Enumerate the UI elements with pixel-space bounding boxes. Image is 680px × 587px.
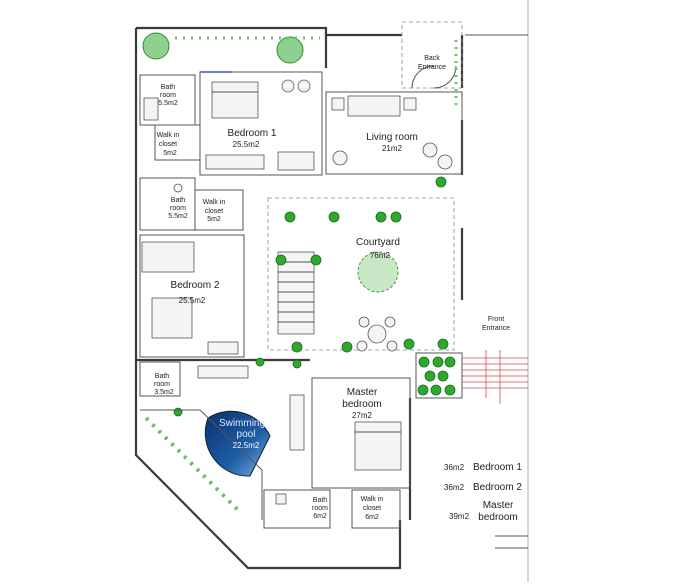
bed-icon bbox=[211, 81, 259, 119]
pool-area: 22.5m2 bbox=[233, 441, 260, 450]
bedroom-1-area: 25.5m2 bbox=[233, 140, 260, 149]
master-bedroom bbox=[311, 377, 411, 489]
bedroom-2-area: 25.5m2 bbox=[179, 296, 206, 305]
legend-name-2: Bedroom 2 bbox=[473, 482, 522, 493]
bath-1-area: 5.5m2 bbox=[158, 100, 178, 107]
master-bedroom-label-2: bedroom bbox=[342, 399, 381, 410]
bath-1-label: Bath bbox=[161, 84, 176, 91]
walk-in-closet-2-area: 5m2 bbox=[207, 216, 221, 223]
bath-4-label-2: room bbox=[312, 505, 328, 512]
bed-icon bbox=[354, 421, 402, 471]
plant-decor bbox=[142, 32, 458, 110]
front-entrance-label-2: Entrance bbox=[482, 325, 510, 332]
swimming-pool bbox=[204, 410, 271, 477]
legend-name-3: Master bbox=[483, 500, 514, 511]
tree-icon bbox=[357, 251, 399, 293]
bath-2 bbox=[139, 177, 196, 231]
back-entrance-zone bbox=[401, 21, 463, 89]
front-entrance-label: Front bbox=[488, 316, 504, 323]
table-icon bbox=[367, 324, 387, 344]
bath-4-area: 6m2 bbox=[313, 513, 327, 520]
sofa-icon bbox=[141, 241, 195, 273]
staircase bbox=[277, 251, 315, 335]
plant-decor bbox=[144, 416, 242, 514]
bath-4-label: Bath bbox=[313, 497, 328, 504]
bath-2-label: Bath bbox=[171, 197, 186, 204]
area-legend: 36m2 Bedroom 1 36m2 Bedroom 2 39m2 Maste… bbox=[444, 462, 522, 523]
bath-3-area: 3.5m2 bbox=[154, 389, 174, 396]
bedroom-2 bbox=[139, 234, 245, 358]
living-room bbox=[325, 91, 463, 175]
walk-in-closet-2 bbox=[194, 189, 244, 231]
plant-pots bbox=[173, 176, 456, 417]
walk-in-closet-1-label-2: closet bbox=[159, 141, 177, 148]
sofa-icon bbox=[347, 95, 401, 117]
bedroom-1-label: Bedroom 1 bbox=[228, 128, 277, 139]
bed-icon bbox=[151, 297, 193, 339]
living-room-label: Living room bbox=[366, 132, 418, 143]
walk-in-closet-1-area: 5m2 bbox=[163, 150, 177, 157]
living-room-area: 21m2 bbox=[382, 144, 403, 153]
bath-3-label-2: room bbox=[154, 381, 170, 388]
bedroom-2-label: Bedroom 2 bbox=[171, 280, 220, 291]
entrance-steps bbox=[462, 350, 528, 404]
walk-in-closet-3-label-2: closet bbox=[363, 505, 381, 512]
courtyard-area: 76m2 bbox=[370, 251, 391, 260]
master-bedroom-label: Master bbox=[347, 387, 378, 398]
bath-2-label-2: room bbox=[170, 205, 186, 212]
pool-label: Swimming bbox=[219, 418, 265, 429]
bath-3 bbox=[139, 361, 181, 397]
walk-in-closet-2-label: Walk in bbox=[203, 199, 226, 206]
legend-area-3: 39m2 bbox=[449, 512, 470, 521]
walk-in-closet-3-area: 6m2 bbox=[365, 514, 379, 521]
walk-in-closet-2-label-2: closet bbox=[205, 208, 223, 215]
bath-4 bbox=[263, 489, 331, 529]
legend-name-3b: bedroom bbox=[478, 512, 517, 523]
bath-2-area: 5.5m2 bbox=[168, 213, 188, 220]
bedroom-1 bbox=[199, 71, 323, 176]
walk-in-closet-1-label: Walk in bbox=[157, 132, 180, 139]
back-entrance-label: Back bbox=[424, 55, 440, 62]
walk-in-closet-3-label: Walk in bbox=[361, 496, 384, 503]
back-entrance-label-2: Entrance bbox=[418, 64, 446, 71]
pool-label-2: pool bbox=[237, 429, 256, 440]
legend-area-2: 36m2 bbox=[444, 483, 465, 492]
bath-1-label-2: room bbox=[160, 92, 176, 99]
bath-3-label: Bath bbox=[155, 373, 170, 380]
exterior-walls bbox=[134, 26, 464, 570]
courtyard-label: Courtyard bbox=[356, 237, 400, 248]
walk-in-closet-3 bbox=[351, 489, 401, 529]
legend-area-1: 36m2 bbox=[444, 463, 465, 472]
legend-name-1: Bedroom 1 bbox=[473, 462, 522, 473]
master-bedroom-area: 27m2 bbox=[352, 411, 373, 420]
